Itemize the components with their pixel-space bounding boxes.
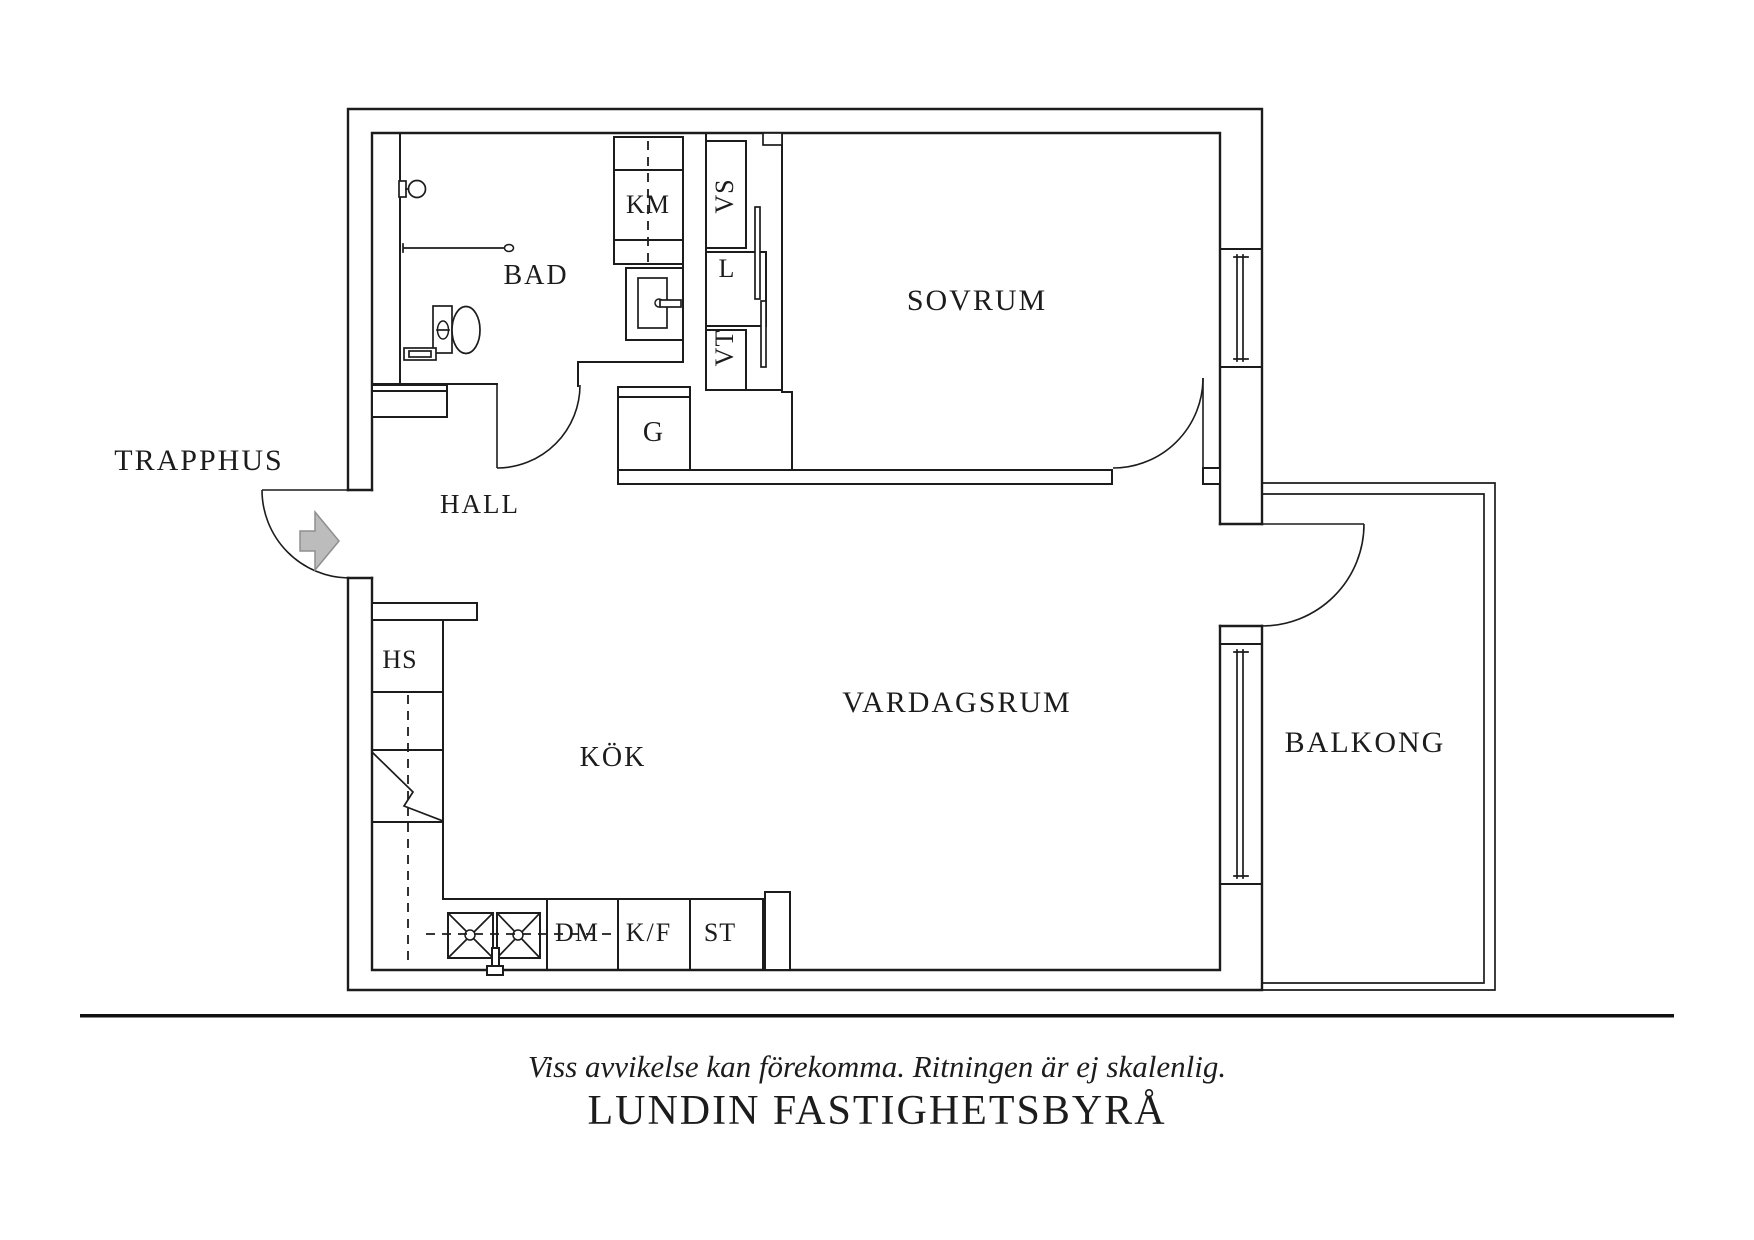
vent-tab [762,132,783,146]
g-closet [617,386,691,471]
room-label-trapphus: TRAPPHUS [114,444,283,477]
entry-door-icon [261,489,349,579]
hall-wardrobe [371,384,448,418]
interior-walls [371,132,1221,971]
toilet-icon [432,305,481,355]
label-st: ST [704,918,736,947]
bedroom-door-icon [1112,377,1204,469]
km-closet [613,136,684,265]
bathroom-sink-icon [625,267,684,341]
balcony-door-icon [1261,523,1365,627]
vt-closet [705,329,747,391]
room-label-hall: HALL [440,489,520,519]
label-vt: VT [710,330,739,367]
entry-arrow-icon [299,509,340,573]
label-l: L [719,254,736,283]
label-kf: K/F [626,918,672,947]
room-label-balkong: BALKONG [1285,726,1446,759]
room-label-bad: BAD [503,260,568,291]
shower-icon [398,179,427,199]
label-vs: VS [710,178,739,213]
balcony-railing [1261,482,1496,991]
room-label-vardagsrum: VARDAGSRUM [842,686,1072,719]
label-km: KM [626,190,670,219]
bedroom-door-jamb [1202,467,1221,485]
exterior-walls [346,107,1264,992]
footer-divider [80,1014,1674,1018]
towel-rail-icon [402,243,515,253]
hall-kitchen-wall-stub [371,602,478,621]
livingroom-window-icon [1219,643,1263,885]
room-label-kok: KÖK [580,742,647,773]
kitchen-end-wall-pillar [764,891,791,971]
bathroom-door-icon [496,384,581,469]
kitchen-sink-icon [446,911,542,976]
bedroom-window-icon [1219,248,1263,368]
label-dm: DM [555,918,599,947]
bathroom-shelf-icon [403,347,437,361]
footer-disclaimer: Viss avvikelse kan förekomma. Ritningen … [528,1049,1226,1084]
footer-brand: LUNDIN FASTIGHETSBYRÅ [587,1088,1166,1134]
label-g: G [643,417,665,448]
vs-closet [705,140,747,249]
room-label-sovrum: SOVRUM [907,284,1047,317]
wardrobe-sliding-doors-icon [754,206,767,368]
kitchen-centerlines [407,695,612,965]
label-hs: HS [382,645,417,674]
